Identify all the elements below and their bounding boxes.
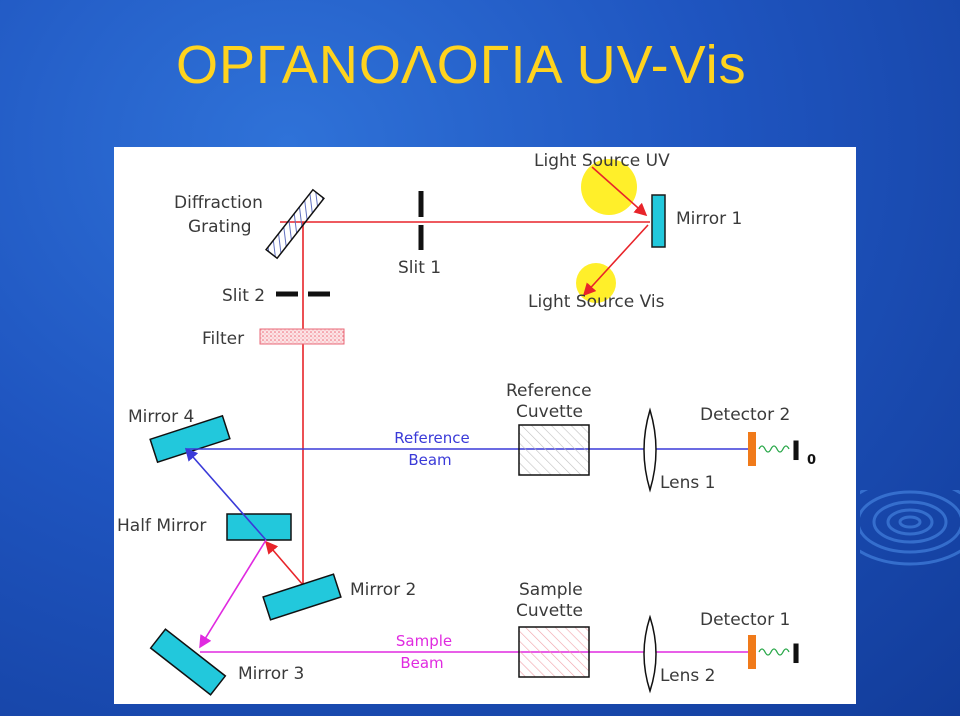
label-mirror-3: Mirror 3 xyxy=(238,664,304,684)
label-reference-beam-1: Reference xyxy=(394,429,470,447)
half-to-mirror4-ray xyxy=(184,447,267,541)
lens-1 xyxy=(643,407,657,493)
label-sample-beam-2: Beam xyxy=(400,654,443,672)
label-slit-2: Slit 2 xyxy=(222,286,265,306)
detector-1 xyxy=(748,635,756,669)
signal-i0: I xyxy=(791,436,801,467)
detector-2-signal-wave xyxy=(758,445,790,453)
label-reference-beam-2: Beam xyxy=(408,451,451,469)
label-reference-cuvette-2: Cuvette xyxy=(516,402,583,422)
label-filter: Filter xyxy=(202,329,244,349)
label-lens-2: Lens 2 xyxy=(660,666,715,686)
lens-2 xyxy=(643,614,657,694)
label-slit-1: Slit 1 xyxy=(398,258,441,278)
diffraction-grating xyxy=(265,188,325,260)
label-diffraction: Diffraction xyxy=(174,193,263,213)
ripple-decoration xyxy=(860,490,960,566)
label-light-source-vis: Light Source Vis xyxy=(528,292,665,312)
label-mirror-1: Mirror 1 xyxy=(676,209,742,229)
uv-lamp xyxy=(581,159,637,215)
detector-1-signal-wave xyxy=(758,648,790,656)
filter xyxy=(259,328,345,345)
label-light-source-uv: Light Source UV xyxy=(534,151,670,171)
uv-to-mirror1-ray xyxy=(591,166,648,217)
label-grating: Grating xyxy=(188,217,252,237)
label-sample-beam-1: Sample xyxy=(396,632,452,650)
detector-2 xyxy=(748,432,756,466)
label-lens-1: Lens 1 xyxy=(660,473,715,493)
label-detector-2: Detector 2 xyxy=(700,405,790,425)
label-half-mirror: Half Mirror xyxy=(117,516,206,536)
label-sample-cuvette-2: Cuvette xyxy=(516,601,583,621)
sample-cuvette xyxy=(518,626,590,678)
label-detector-1: Detector 1 xyxy=(700,610,790,630)
half-to-mirror3-ray xyxy=(199,539,267,649)
signal-i: I xyxy=(791,639,801,670)
mirror-3 xyxy=(149,628,227,696)
label-sample-cuvette-1: Sample xyxy=(519,580,583,600)
signal-i0-subscript: 0 xyxy=(807,453,816,468)
diagram-panel: Light Source UV Light Source Vis Mirror … xyxy=(114,147,856,704)
slide-title: ΟΡΓΑΝΟΛΟΓΙΑ UV-Vis xyxy=(176,35,747,95)
mirror2-to-half-mirror-ray xyxy=(264,540,304,586)
half-mirror xyxy=(226,513,292,541)
label-reference-cuvette-1: Reference xyxy=(506,381,592,401)
label-mirror-4: Mirror 4 xyxy=(128,407,194,427)
mirror-2 xyxy=(262,573,342,621)
reference-cuvette xyxy=(518,424,590,476)
mirror1-to-vis-ray xyxy=(582,224,649,297)
label-mirror-2: Mirror 2 xyxy=(350,580,416,600)
mirror-1 xyxy=(651,194,666,248)
